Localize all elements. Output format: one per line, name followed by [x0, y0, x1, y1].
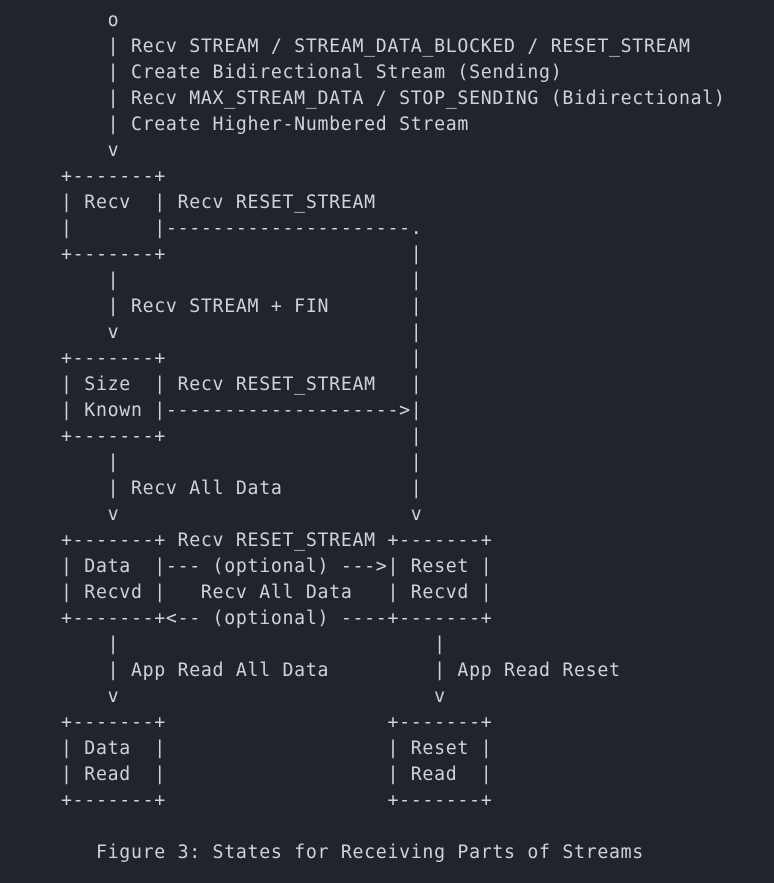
ascii-state-diagram: o | Recv STREAM / STREAM_DATA_BLOCKED / … — [60, 10, 726, 863]
